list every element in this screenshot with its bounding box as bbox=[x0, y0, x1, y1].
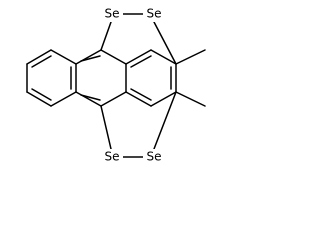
bond-double-inner bbox=[31, 55, 52, 68]
atom-label-bg bbox=[101, 6, 123, 22]
atom-label-bg bbox=[143, 6, 165, 22]
bond-methyl-bottom bbox=[175, 91, 206, 107]
bond-double-inner bbox=[80, 55, 101, 62]
bond-double-inner bbox=[130, 88, 152, 101]
bond-double-inner bbox=[80, 94, 101, 101]
atom-se-top-right: Se bbox=[147, 7, 162, 21]
bond bbox=[50, 91, 77, 107]
bond-methyl-top bbox=[175, 49, 206, 65]
molecule-structure-diagram: Se Se Se Se bbox=[26, 6, 206, 165]
atom-labels: Se Se Se Se bbox=[101, 6, 165, 165]
bond bbox=[75, 91, 102, 107]
atom-label-bg bbox=[101, 149, 123, 165]
bond-double-inner bbox=[31, 88, 52, 101]
bond bbox=[150, 91, 177, 107]
bond bbox=[125, 91, 152, 107]
atom-se-bottom-right: Se bbox=[147, 150, 162, 164]
bond-se-c bbox=[153, 91, 177, 150]
bond-se-c bbox=[153, 21, 177, 65]
atom-se-top-left: Se bbox=[105, 7, 120, 21]
bond-layer bbox=[26, 13, 206, 158]
bond bbox=[50, 49, 77, 65]
bond bbox=[150, 49, 177, 65]
bond-c-se bbox=[100, 21, 112, 51]
bond bbox=[26, 49, 52, 65]
bond bbox=[100, 49, 127, 65]
bond-c-se bbox=[100, 105, 112, 150]
atom-se-bottom-left: Se bbox=[105, 150, 120, 164]
bond bbox=[125, 49, 152, 65]
bond-double-inner bbox=[130, 55, 152, 68]
bond bbox=[26, 91, 52, 107]
atom-label-bg bbox=[143, 149, 165, 165]
bond bbox=[100, 91, 127, 107]
bond bbox=[75, 49, 102, 65]
